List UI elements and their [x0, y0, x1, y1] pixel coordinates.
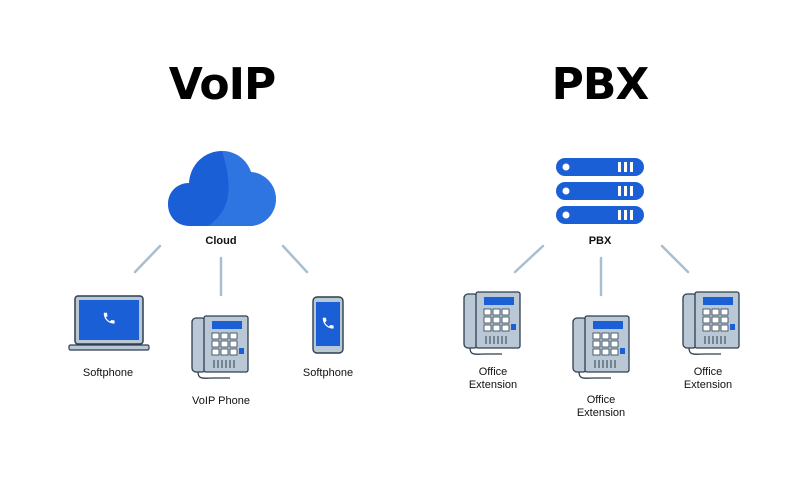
desk-phone-icon — [191, 315, 249, 379]
cloud-icon — [168, 151, 276, 226]
office-extension-middle-label-line2: Extension — [576, 407, 626, 419]
pbx-label: PBX — [588, 235, 612, 247]
office-extension-left-label-line2: Extension — [468, 379, 518, 391]
office-extension-left-label-line1: Office — [478, 366, 508, 378]
softphone-laptop-label: Softphone — [82, 367, 134, 379]
cloud-label: Cloud — [205, 235, 237, 247]
server-rack-icon — [556, 158, 644, 224]
office-extension-middle-label-line1: Office — [586, 394, 616, 406]
pbx-title: PBX — [551, 59, 650, 110]
laptop-icon — [68, 295, 150, 351]
connector-cloud-mobile — [281, 244, 309, 274]
desk-phone-icon — [463, 291, 521, 355]
office-extension-right-label-line1: Office — [693, 366, 723, 378]
connector-pbx-ext-left — [513, 244, 545, 274]
connector-pbx-ext-right — [660, 244, 690, 274]
desk-phone-icon — [682, 291, 740, 355]
connector-cloud-laptop — [133, 244, 162, 274]
softphone-mobile-label: Softphone — [302, 367, 354, 379]
voip-title: VoIP — [168, 59, 277, 110]
smartphone-icon — [312, 296, 344, 354]
office-extension-right-label-line2: Extension — [683, 379, 733, 391]
voip-phone-label: VoIP Phone — [192, 395, 250, 407]
desk-phone-icon — [572, 315, 630, 379]
